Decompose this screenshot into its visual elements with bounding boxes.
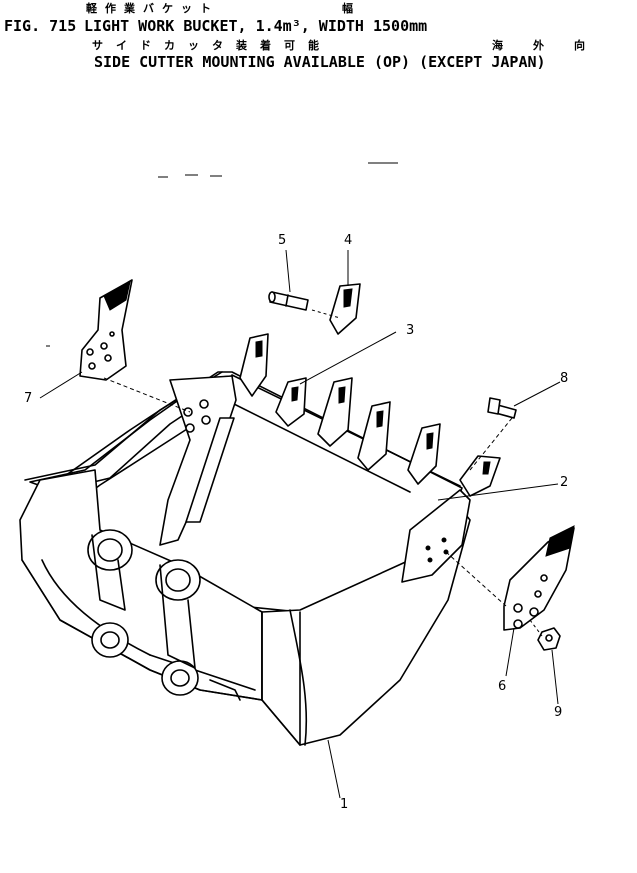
figure-number: FIG. 715 bbox=[4, 17, 77, 35]
callout-6: 6 bbox=[498, 679, 506, 694]
page-subtitle: SIDE CUTTER MOUNTING AVAILABLE (OP) (EXC… bbox=[94, 53, 546, 71]
bucket-body bbox=[19, 371, 471, 746]
tooth-3-b bbox=[275, 377, 307, 427]
nut-part-9 bbox=[537, 627, 561, 651]
japanese-width-annotation: 幅 bbox=[342, 2, 353, 15]
tooth-3-e bbox=[407, 423, 441, 485]
callout-2: 2 bbox=[560, 475, 568, 490]
side-cutter-left-part-7 bbox=[79, 279, 133, 381]
callout-5: 5 bbox=[278, 233, 286, 248]
callout-4: 4 bbox=[344, 233, 352, 248]
pin-part-5 bbox=[268, 291, 309, 311]
callout-8: 8 bbox=[560, 371, 568, 386]
pin-boss-lower-left bbox=[91, 622, 129, 658]
callout-3: 3 bbox=[406, 323, 414, 338]
page-title: LIGHT WORK BUCKET, 1.4m³, WIDTH 1500mm bbox=[84, 17, 428, 35]
tooth-part-4 bbox=[329, 283, 361, 335]
tooth-3 bbox=[239, 333, 269, 397]
leader-lines bbox=[39, 249, 561, 799]
bolt-part-8 bbox=[487, 397, 517, 419]
tooth-row bbox=[239, 333, 501, 497]
tooth-3-d bbox=[357, 401, 391, 471]
scan-marks bbox=[46, 162, 398, 347]
callout-9: 9 bbox=[554, 705, 562, 720]
callout-7: 7 bbox=[24, 391, 32, 406]
japanese-subtitle-annotation: サイドカッタ装着可能 bbox=[92, 39, 332, 52]
right-side-plate bbox=[401, 489, 471, 583]
pin-boss-upper-right bbox=[155, 559, 201, 601]
tooth-3-c bbox=[317, 377, 353, 447]
side-cutter-right-part-6 bbox=[503, 525, 575, 631]
tooth-3-f bbox=[459, 455, 501, 497]
pin-boss-upper-left bbox=[87, 529, 133, 571]
japanese-except-annotation: 海外向 bbox=[492, 39, 615, 52]
callout-1: 1 bbox=[340, 797, 348, 812]
pin-boss-lower-right bbox=[161, 660, 199, 696]
japanese-title-annotation: 軽作業バケット bbox=[86, 2, 219, 15]
